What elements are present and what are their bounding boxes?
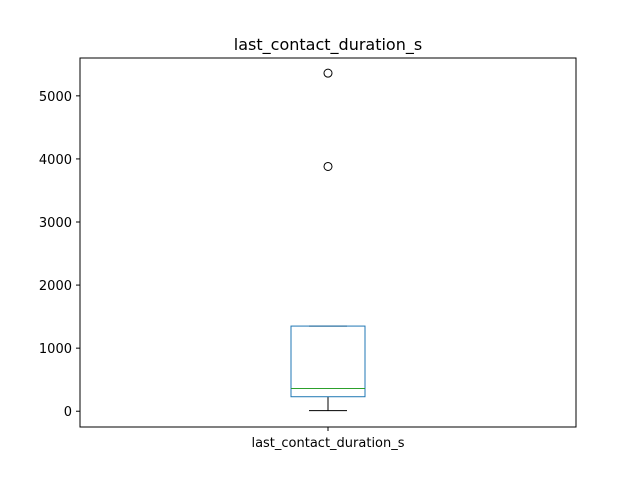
x-axis: last_contact_duration_s bbox=[251, 427, 405, 451]
outlier-point bbox=[323, 68, 333, 78]
y-tick-label: 5000 bbox=[39, 90, 72, 105]
iqr-box bbox=[290, 325, 366, 398]
y-tick-label: 0 bbox=[64, 405, 72, 420]
chart-title: last_contact_duration_s bbox=[234, 35, 422, 55]
box-series bbox=[290, 68, 366, 412]
y-tick-label: 4000 bbox=[39, 153, 72, 168]
x-tick-label: last_contact_duration_s bbox=[251, 436, 404, 451]
outlier-point bbox=[323, 161, 333, 171]
y-tick-label: 3000 bbox=[39, 216, 72, 231]
plot-area bbox=[79, 57, 577, 428]
y-tick-label: 2000 bbox=[39, 279, 72, 294]
y-tick-label: 1000 bbox=[39, 342, 72, 357]
y-axis: 0 1000 2000 3000 4000 5000 bbox=[39, 90, 80, 420]
